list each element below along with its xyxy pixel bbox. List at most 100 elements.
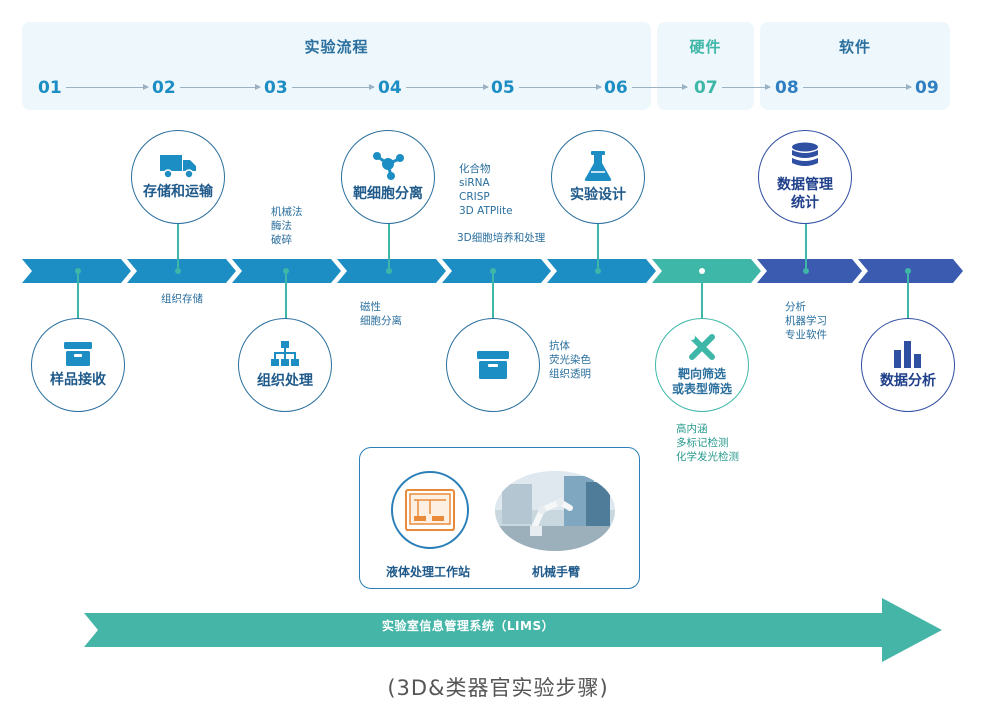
bar-chart-icon — [894, 341, 921, 368]
note-tissue-methods: 机械法 酶法 破碎 — [271, 205, 303, 247]
note-line: 抗体 — [549, 340, 570, 352]
stage-label: 统计 — [791, 195, 819, 211]
equipment-label-liquid-handler: 液体处理工作站 — [386, 565, 471, 579]
note-culture: 3D细胞培养和处理 — [457, 232, 546, 244]
robot-arm-image — [495, 471, 615, 551]
note-line: 磁性 — [360, 301, 381, 313]
note-compounds: 化合物 siRNA CRISP 3D ATPlite — [459, 162, 513, 218]
timeline-dot — [386, 268, 392, 274]
note-line: 组织透明 — [549, 368, 591, 380]
flow-arrow — [632, 84, 688, 90]
section-title-hardware: 硬件 — [689, 38, 722, 56]
chevron-segment — [757, 259, 862, 283]
note-staining: 抗体 荧光染色 组织透明 — [549, 339, 591, 381]
flow-arrow — [66, 84, 149, 90]
flow-arrow — [803, 84, 912, 90]
section-title-software: 软件 — [838, 38, 871, 56]
stage-staining — [446, 318, 540, 412]
note-separation: 磁性 细胞分离 — [360, 300, 402, 328]
box-icon — [477, 351, 509, 379]
header-band-software: 软件 — [760, 22, 950, 110]
timeline-dot — [905, 268, 911, 274]
connector-stem — [77, 274, 79, 320]
stage-label: 或表型筛选 — [671, 382, 732, 396]
box-icon — [64, 342, 92, 366]
stage-label: 数据管理 — [777, 177, 833, 193]
stage-label: 数据分析 — [880, 373, 936, 389]
chevron-segment — [547, 259, 656, 283]
connector-stem — [701, 274, 703, 320]
note-line: 机械法 — [271, 206, 303, 218]
note-storage: 组织存储 — [161, 293, 203, 305]
flow-arrow — [519, 84, 602, 90]
note-line: 化合物 — [459, 163, 491, 175]
equipment-label-robot-arm: 机械手臂 — [532, 565, 581, 579]
timeline-dot — [490, 268, 496, 274]
stage-label: 组织处理 — [257, 373, 313, 389]
connector-stem — [492, 274, 494, 320]
stage-screening: 靶向筛选 或表型筛选 — [655, 318, 749, 412]
step-number: 03 — [264, 78, 288, 98]
note-line: 高内涵 — [676, 423, 708, 435]
hierarchy-icon — [271, 341, 299, 366]
step-number: 08 — [775, 78, 799, 98]
chevron-segment — [127, 259, 236, 283]
molecule-icon — [373, 152, 404, 180]
chevron-segment — [442, 259, 551, 283]
note-line: 分析 — [785, 301, 806, 313]
stage-label: 样品接收 — [50, 372, 106, 388]
note-line: 荧光染色 — [549, 354, 591, 366]
connector-stem — [597, 224, 599, 268]
stage-label: 靶细胞分离 — [353, 186, 423, 202]
step-number: 02 — [152, 78, 176, 98]
step-number: 09 — [915, 78, 939, 98]
lims-arrow — [84, 598, 942, 662]
stage-label: 存储和运输 — [143, 184, 213, 200]
stage-target-cell-separation: 靶细胞分离 — [341, 130, 435, 224]
timeline-dot — [75, 268, 81, 274]
timeline-dot — [699, 268, 705, 274]
note-line: 专业软件 — [785, 329, 827, 341]
header-band-hardware: 硬件 — [657, 22, 754, 110]
connector-stem — [805, 224, 807, 268]
step-number: 05 — [491, 78, 515, 98]
flask-icon — [584, 151, 612, 181]
step-number: 01 — [38, 78, 62, 98]
note-line: 细胞分离 — [360, 315, 402, 327]
step-number: 04 — [378, 78, 402, 98]
note-line: 化学发光检测 — [676, 451, 739, 463]
timeline-dot — [283, 268, 289, 274]
stage-label: 靶向筛选 — [677, 367, 726, 381]
stage-tissue-processing: 组织处理 — [238, 318, 332, 412]
stage-storage-transport: 存储和运输 — [131, 130, 225, 224]
stage-experiment-design: 实验设计 — [551, 130, 645, 224]
tools-icon — [689, 334, 715, 360]
connector-stem — [285, 274, 287, 320]
section-title-experiment: 实验流程 — [304, 38, 369, 56]
stage-sample-reception: 样品接收 — [31, 318, 125, 412]
step-number: 06 — [604, 78, 628, 98]
truck-icon — [160, 155, 196, 179]
flow-arrow — [292, 84, 375, 90]
connector-stem — [388, 224, 390, 268]
note-line: 破碎 — [271, 234, 292, 246]
note-screening: 高内涵 多标记检测 化学发光检测 — [676, 422, 739, 464]
liquid-handler-image — [391, 471, 469, 549]
stage-data-management: 数据管理 统计 — [758, 130, 852, 224]
note-line: 酶法 — [271, 220, 292, 232]
lims-label: 实验室信息管理系统（LIMS） — [381, 619, 555, 633]
timeline-dot — [175, 268, 181, 274]
stage-label: 实验设计 — [570, 187, 626, 203]
header-band-experiment: 实验流程 — [22, 22, 651, 110]
note-line: siRNA — [459, 177, 490, 189]
stage-data-analysis: 数据分析 — [861, 318, 955, 412]
note-line: 多标记检测 — [676, 437, 729, 449]
database-icon — [792, 142, 818, 166]
timeline-dot — [595, 268, 601, 274]
note-line: 机器学习 — [785, 315, 827, 327]
flow-arrow — [406, 84, 489, 90]
step-number: 07 — [694, 78, 718, 98]
timeline-dot — [803, 268, 809, 274]
note-software: 分析 机器学习 专业软件 — [785, 300, 827, 342]
flow-arrow — [180, 84, 261, 90]
